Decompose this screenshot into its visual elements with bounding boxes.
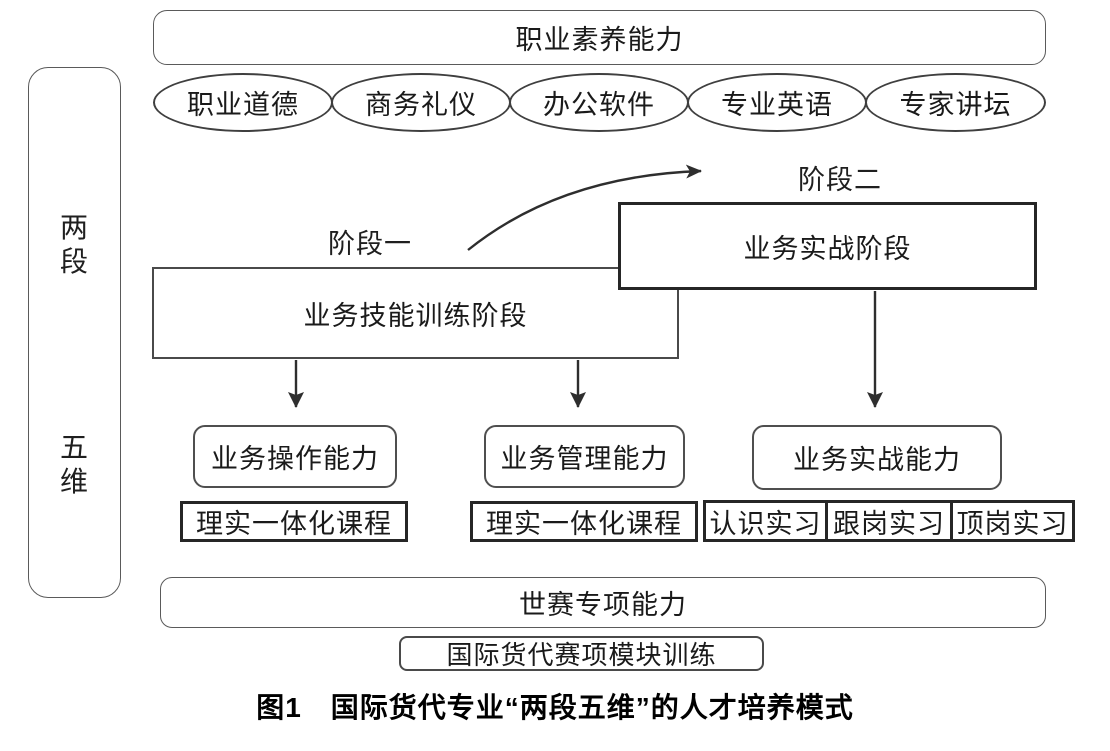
practical-stage-box: 业务实战阶段: [618, 202, 1037, 290]
skill-training-stage-label: 业务技能训练阶段: [303, 300, 528, 331]
office-software-label: 办公软件: [543, 90, 655, 120]
management-ability-box: 业务管理能力: [484, 425, 685, 488]
two-stages-label: 两段: [59, 213, 88, 278]
stage-two-label: 阶段二: [798, 165, 882, 195]
integrated-course-box-2: 理实一体化课程: [470, 501, 698, 542]
business-etiquette-label: 商务礼仪: [365, 90, 477, 120]
two-stage-five-dimension-panel: [28, 67, 121, 598]
management-ability-label: 业务管理能力: [500, 444, 669, 474]
integrated-course-label-1: 理实一体化课程: [196, 509, 392, 539]
expert-forum-ellipse: 专家讲坛: [865, 73, 1046, 132]
professional-quality-label: 职业素养能力: [515, 25, 684, 55]
worldskills-ability-box: 世赛专项能力: [160, 577, 1046, 628]
office-software-ellipse: 办公软件: [509, 73, 689, 132]
practical-ability-box: 业务实战能力: [752, 425, 1002, 490]
professional-english-ellipse: 专业英语: [687, 73, 867, 132]
skill-training-stage-box: 业务技能训练阶段: [152, 267, 679, 359]
competition-module-training-box: 国际货代赛项模块训练: [399, 636, 764, 671]
business-etiquette-ellipse: 商务礼仪: [331, 73, 511, 132]
operation-ability-label: 业务操作能力: [211, 444, 379, 474]
practical-stage-label: 业务实战阶段: [743, 233, 912, 264]
stage-one-label: 阶段一: [328, 229, 412, 259]
competition-module-training-label: 国际货代赛项模块训练: [446, 641, 717, 670]
figure-caption: 图1 国际货代专业“两段五维”的人才培养模式: [256, 692, 854, 723]
practical-ability-label: 业务实战能力: [793, 445, 961, 475]
five-dimensions-label: 五维: [59, 433, 88, 498]
post-internship-box: 顶岗实习: [950, 500, 1075, 542]
professional-ethics-ellipse: 职业道德: [153, 73, 333, 132]
worldskills-ability-label: 世赛专项能力: [519, 590, 687, 620]
professional-quality-box: 职业素养能力: [153, 10, 1046, 65]
shadowing-internship-label: 跟岗实习: [833, 508, 945, 539]
post-internship-label: 顶岗实习: [956, 508, 1069, 539]
professional-english-label: 专业英语: [721, 90, 833, 120]
shadowing-internship-box: 跟岗实习: [825, 500, 953, 542]
professional-ethics-label: 职业道德: [187, 90, 299, 120]
integrated-course-box-1: 理实一体化课程: [180, 501, 408, 542]
operation-ability-box: 业务操作能力: [193, 425, 397, 488]
integrated-course-label-2: 理实一体化课程: [486, 509, 682, 539]
cognition-internship-box: 认识实习: [703, 500, 828, 542]
cognition-internship-label: 认识实习: [709, 508, 822, 539]
expert-forum-label: 专家讲坛: [899, 90, 1012, 120]
